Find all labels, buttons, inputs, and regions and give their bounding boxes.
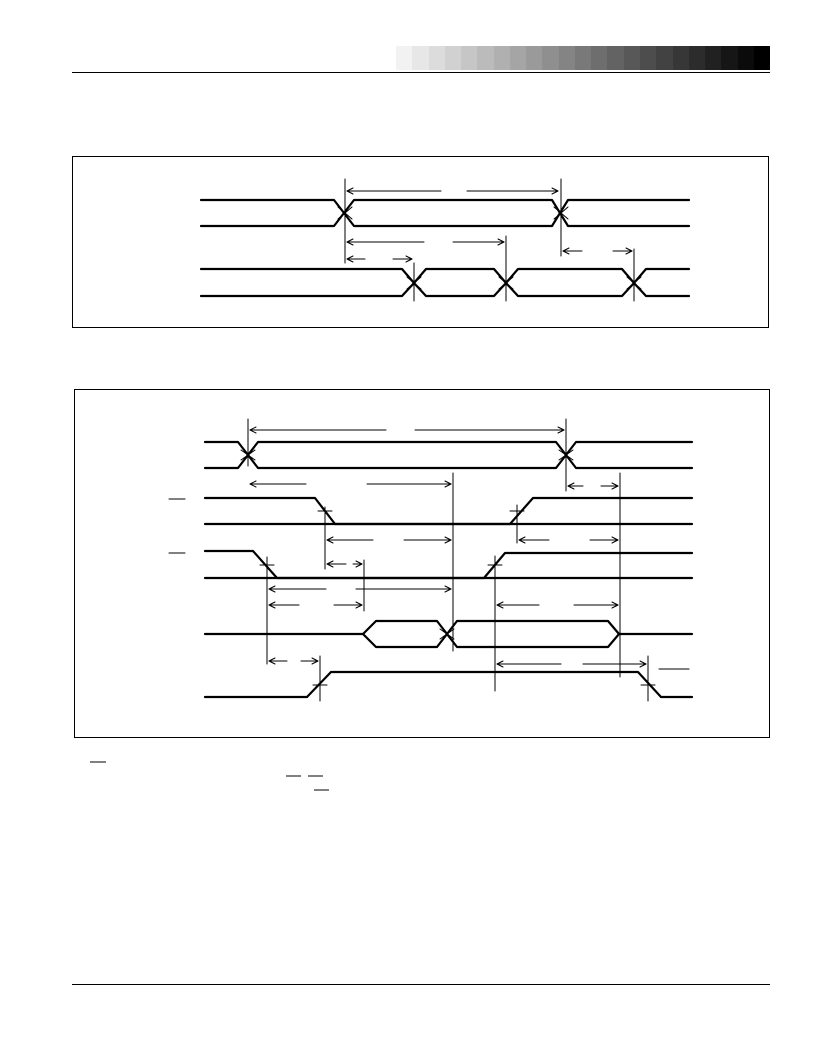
header-gradient-bar	[396, 46, 771, 70]
gradient-swatch	[396, 46, 413, 70]
signal-address-bus-2	[203, 440, 694, 470]
gradient-swatch	[591, 46, 608, 70]
gradient-swatch	[672, 46, 689, 70]
timing-diagram-2	[168, 418, 694, 702]
gradient-swatch	[526, 46, 543, 70]
gradient-swatch	[753, 46, 771, 70]
timing-diagram-1-frame	[72, 156, 769, 328]
gradient-swatch	[461, 46, 478, 70]
timing-diagram-1	[199, 178, 691, 302]
gradient-swatch	[428, 46, 445, 70]
header-rule	[72, 72, 770, 73]
signal-data-in	[203, 619, 694, 649]
gradient-swatch	[656, 46, 673, 70]
gradient-swatch	[542, 46, 559, 70]
signal-chip-select	[203, 496, 694, 526]
gradient-swatch	[688, 46, 706, 70]
gradient-swatch	[737, 46, 754, 70]
timing-diagram-2-frame	[74, 389, 770, 738]
gradient-swatch	[509, 46, 527, 70]
gradient-swatch	[721, 46, 738, 70]
gradient-swatch	[558, 46, 575, 70]
footer-rule	[72, 984, 770, 985]
timing-markers-2	[240, 418, 656, 702]
gradient-swatch	[412, 46, 429, 70]
signal-data-out-1	[199, 267, 691, 298]
gradient-swatch	[623, 46, 640, 70]
timing-arrows-2	[249, 426, 647, 668]
footnote-overbars	[90, 761, 329, 791]
signal-address-bus-1	[199, 198, 691, 228]
timing-arrows-1	[346, 187, 633, 263]
timing-markers-1	[337, 178, 642, 302]
gradient-swatch	[705, 46, 722, 70]
gradient-swatch	[639, 46, 657, 70]
signal-overbars	[168, 498, 186, 554]
gradient-swatch	[574, 46, 592, 70]
gradient-swatch	[477, 46, 494, 70]
signal-write-enable	[203, 549, 694, 580]
gradient-swatch	[493, 46, 510, 70]
signal-data-out-2	[203, 670, 694, 699]
gradient-swatch	[444, 46, 462, 70]
gradient-swatch	[607, 46, 624, 70]
